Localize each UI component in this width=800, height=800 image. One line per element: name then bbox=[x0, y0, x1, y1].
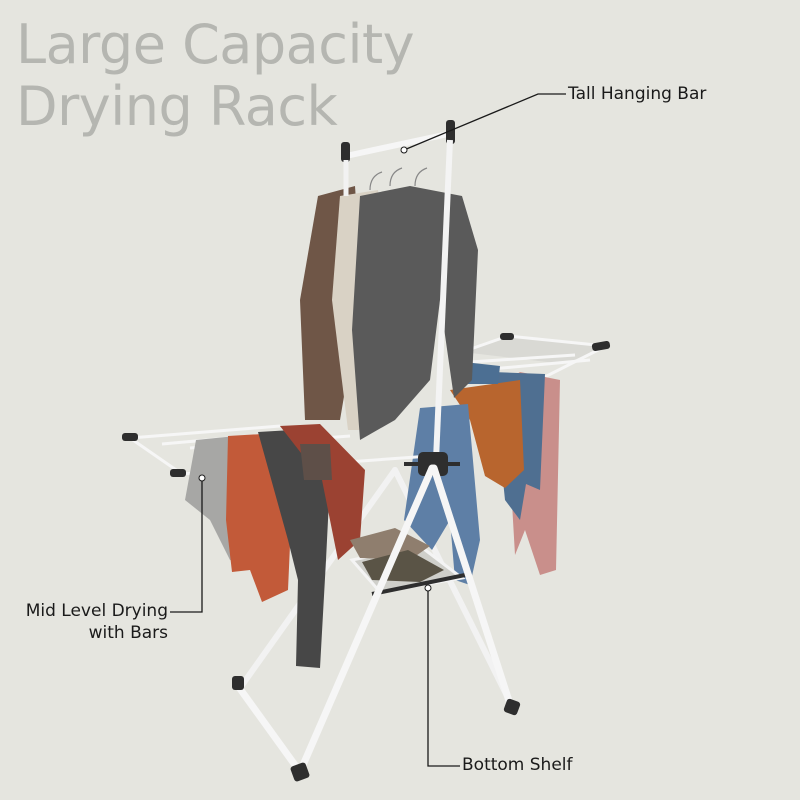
rack-front-legs bbox=[234, 464, 514, 776]
tall-bar-clothes bbox=[300, 167, 478, 440]
callout-tall-hanging-bar: Tall Hanging Bar bbox=[568, 84, 707, 104]
leg-feet bbox=[232, 676, 521, 782]
callout-mid-level-line-1: Mid Level Drying bbox=[25, 601, 168, 621]
callout-lines bbox=[170, 93, 566, 767]
page-title: Large Capacity Drying Rack bbox=[16, 13, 415, 138]
callout-mid-level-drying: Mid Level Drying with Bars bbox=[26, 600, 168, 644]
callout-dots bbox=[198, 146, 432, 592]
rack-hinge bbox=[404, 452, 460, 476]
left-wing-clothes bbox=[185, 424, 365, 668]
callout-bottom-shelf: Bottom Shelf bbox=[462, 755, 573, 775]
tall-hanging-bar bbox=[341, 120, 455, 461]
callout-mid-level-line-2: with Bars bbox=[88, 623, 168, 643]
title-line-2: Drying Rack bbox=[16, 75, 338, 138]
title-line-1: Large Capacity bbox=[16, 13, 415, 76]
